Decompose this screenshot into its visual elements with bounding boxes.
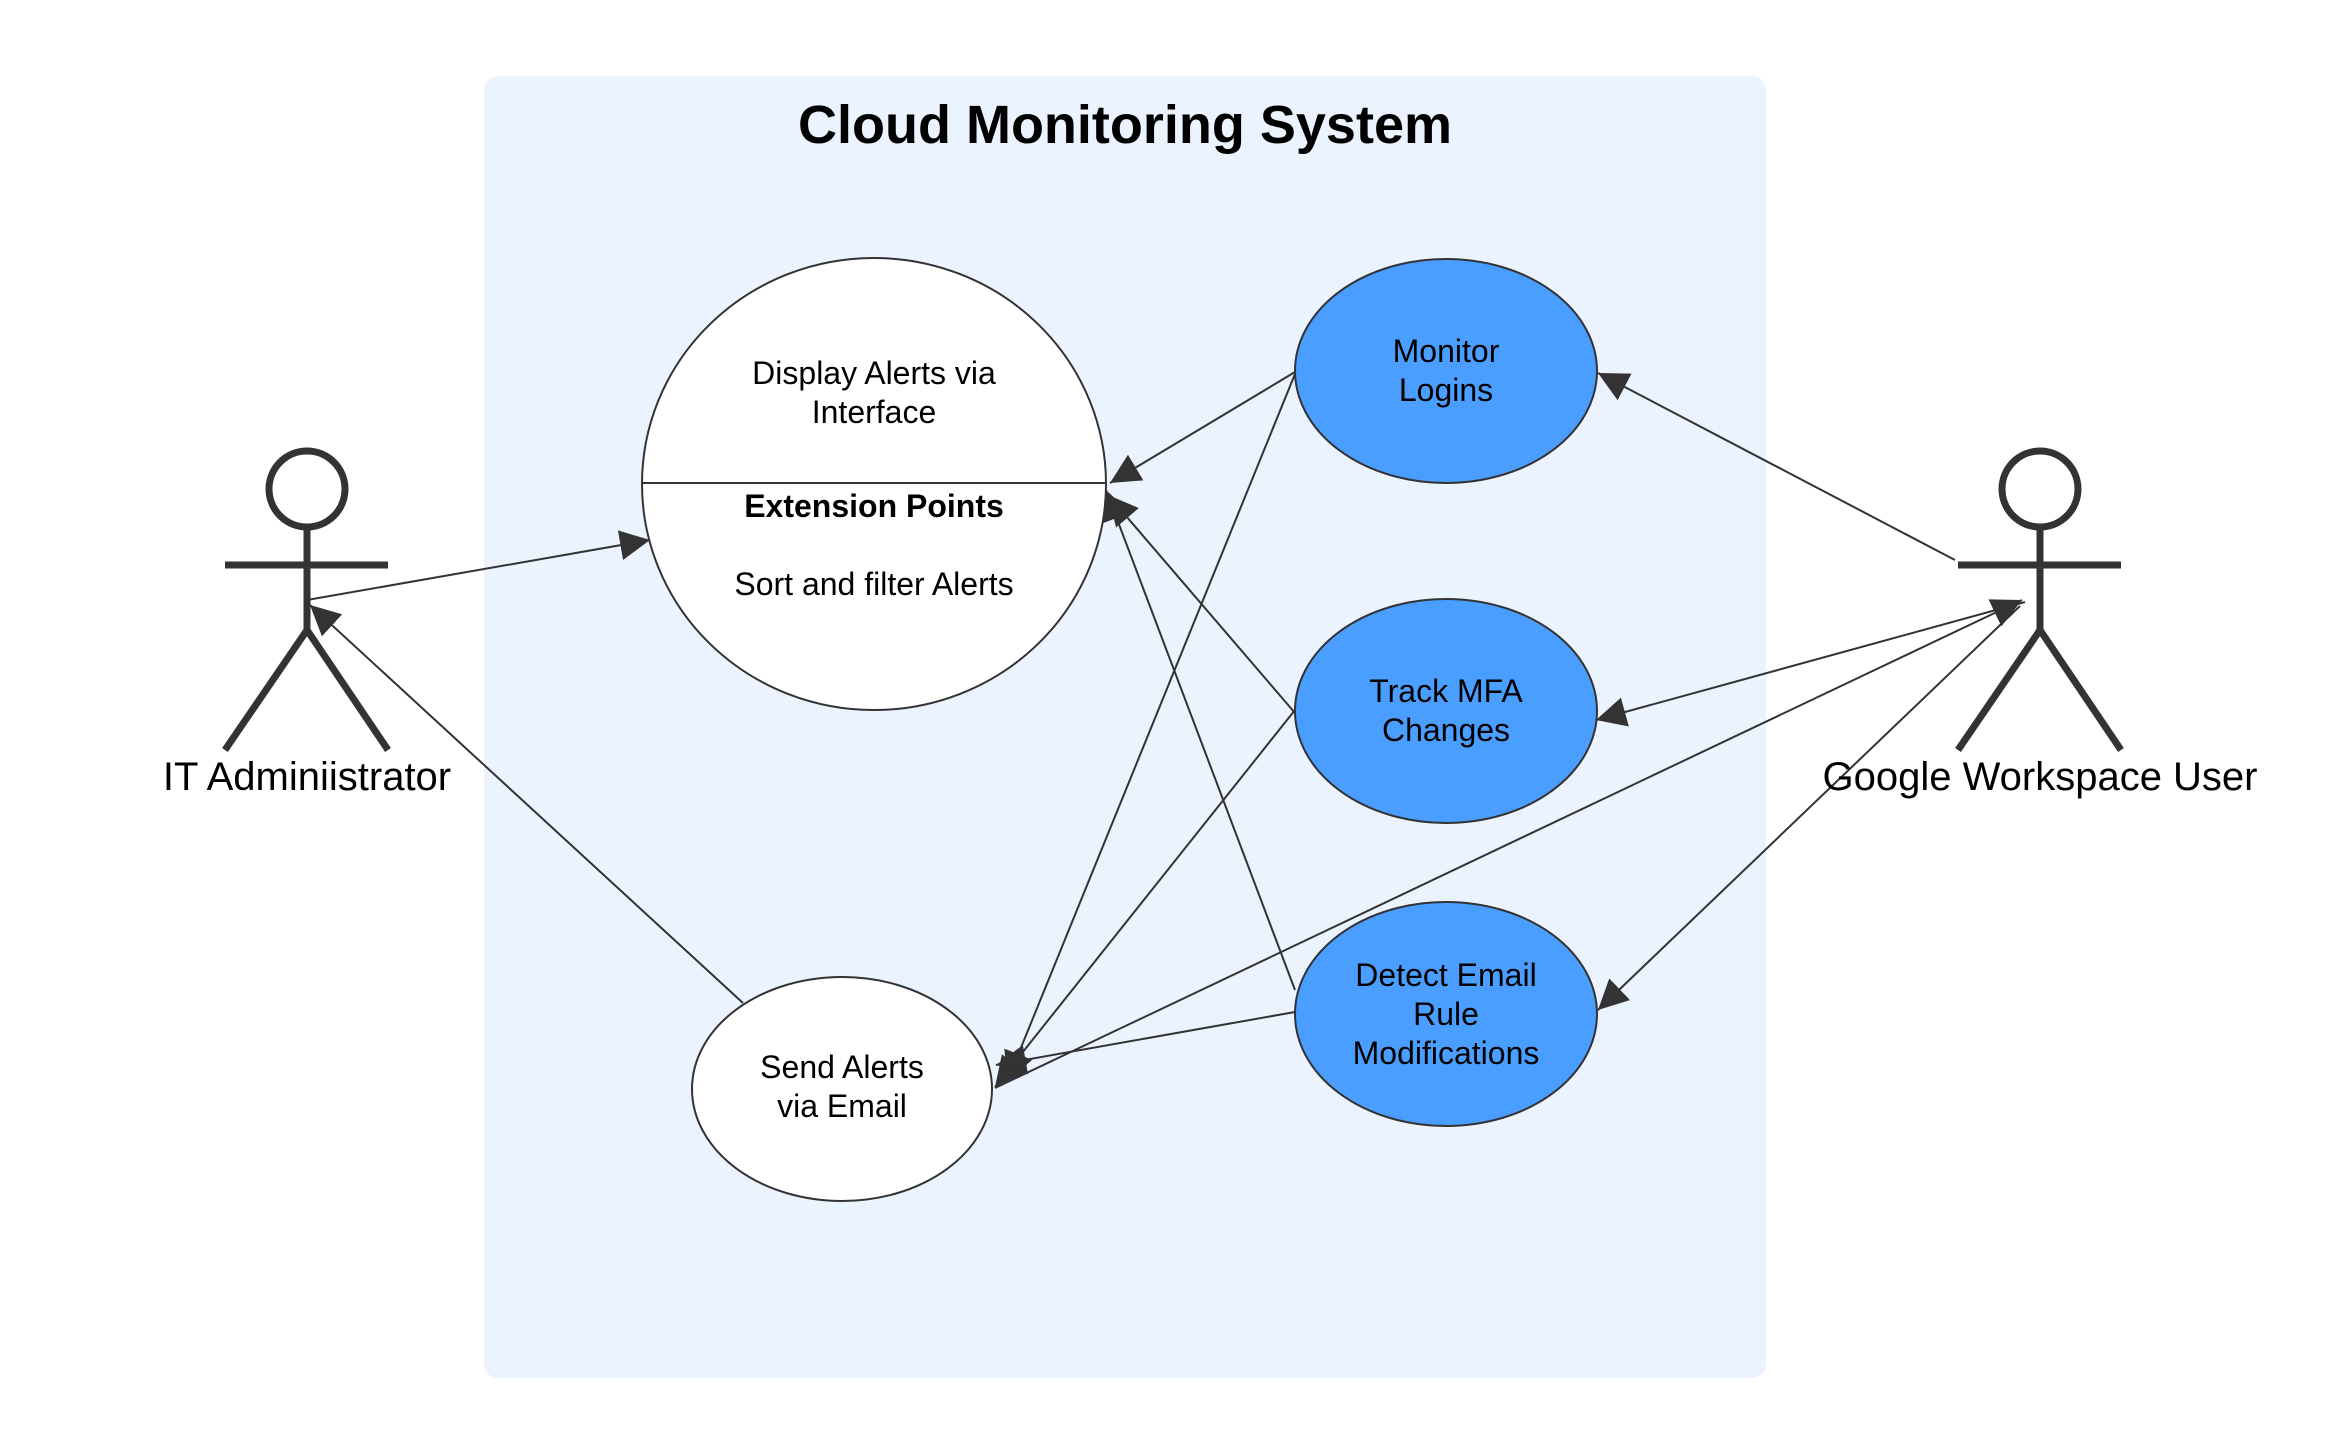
detect-email-line1: Detect Email	[1355, 957, 1536, 993]
actor-it-administrator[interactable]: IT Adminiistrator	[163, 447, 451, 799]
extension-points-heading: Extension Points	[744, 488, 1004, 524]
edge-admin-to-display-alerts	[306, 530, 651, 601]
system-title: Cloud Monitoring System	[798, 95, 1452, 155]
use-case-monitor-logins[interactable]: Monitor Logins	[1294, 258, 1598, 484]
actor-google-workspace-user[interactable]: Google Workspace User	[1823, 447, 2258, 799]
edges	[306, 371, 2026, 1089]
edge-send-alerts-to-user	[994, 599, 2023, 1089]
edge-user-to-monitor-logins	[1597, 372, 1956, 561]
edge-send-alerts-to-admin	[309, 604, 744, 1004]
stick-figure-icon	[222, 447, 391, 752]
use-case-display-alerts[interactable]: Display Alerts via Interface Extension P…	[641, 257, 1107, 711]
use-case-detect-email[interactable]: Detect Email Rule Modifications	[1294, 901, 1598, 1127]
detect-email-line2: Rule	[1413, 996, 1479, 1032]
display-alerts-line1: Display Alerts via	[752, 355, 996, 391]
edge-monitor-logins-to-send-alerts	[1004, 373, 1296, 1083]
actor-label-user: Google Workspace User	[1823, 755, 2258, 799]
detect-email-line3: Modifications	[1353, 1035, 1540, 1071]
monitor-logins-line1: Monitor	[1393, 333, 1500, 369]
send-alerts-line2: via Email	[777, 1088, 907, 1124]
use-case-track-mfa[interactable]: Track MFA Changes	[1294, 598, 1598, 824]
track-mfa-line1: Track MFA	[1369, 673, 1523, 709]
actor-label-admin: IT Adminiistrator	[163, 755, 451, 799]
edge-user-to-track-mfa	[1595, 601, 2026, 727]
edge-user-to-detect-email	[1597, 605, 2021, 1011]
stick-figure-icon	[1955, 447, 2124, 752]
use-case-send-alerts[interactable]: Send Alerts via Email	[691, 976, 993, 1202]
extension-point-item: Sort and filter Alerts	[734, 566, 1013, 602]
edge-track-mfa-to-send-alerts	[994, 709, 1296, 1088]
monitor-logins-line2: Logins	[1399, 372, 1493, 408]
edge-monitor-logins-to-display-alerts	[1109, 371, 1296, 484]
send-alerts-line1: Send Alerts	[760, 1049, 924, 1085]
edge-detect-email-to-display-alerts	[1102, 489, 1296, 991]
display-alerts-line2: Interface	[812, 394, 937, 430]
edge-detect-email-to-send-alerts	[995, 1011, 1296, 1075]
track-mfa-line2: Changes	[1382, 712, 1510, 748]
